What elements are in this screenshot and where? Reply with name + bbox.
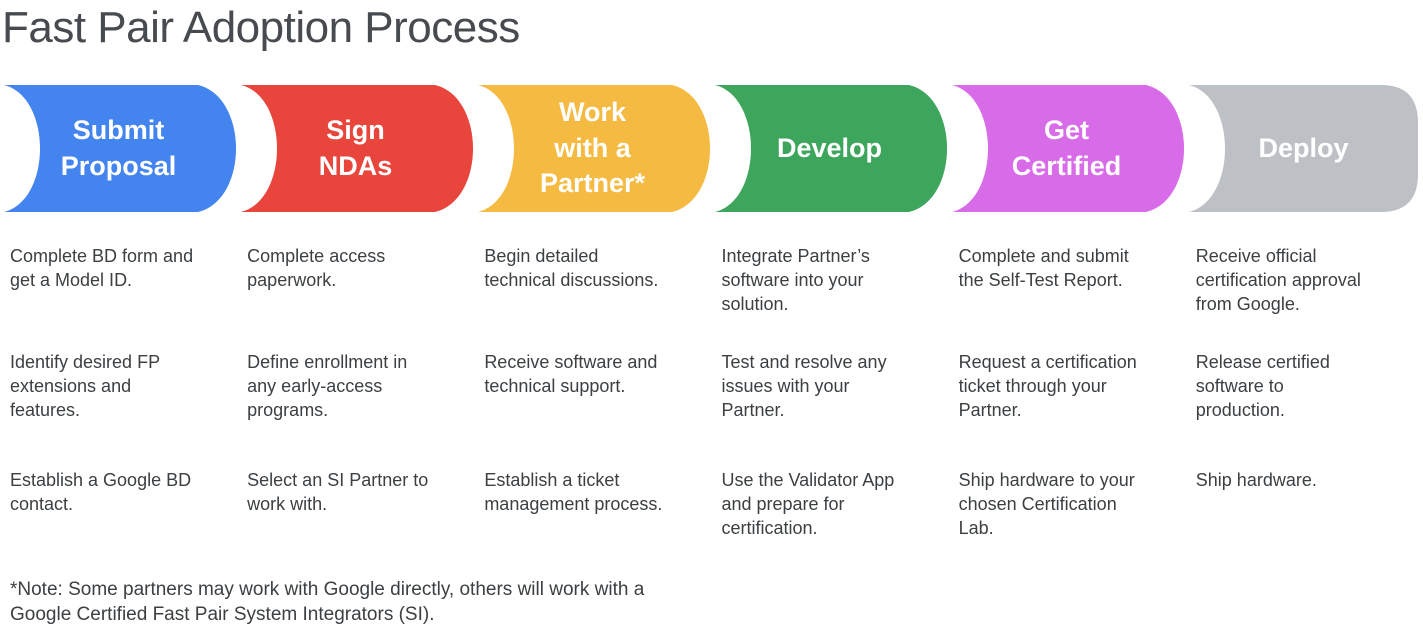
- stage-shape-deploy: [1189, 85, 1418, 212]
- stage-steps-grid: Complete BD form and get a Model ID. Com…: [0, 245, 1423, 540]
- stage-shape-path: [1189, 85, 1418, 212]
- stage-step: Release certified software to production…: [1195, 352, 1330, 420]
- stage-shape-sign-ndas: [241, 85, 474, 212]
- stage-shape-work-with-partner: [478, 85, 711, 212]
- stage-step: Integrate Partner’s software into your s…: [721, 246, 870, 314]
- stage-step: Complete and submit the Self-Test Report…: [958, 246, 1129, 290]
- page-title: Fast Pair Adoption Process: [2, 3, 520, 52]
- stage-step: Complete access paperwork.: [247, 246, 386, 290]
- process-banner: Submit Proposal Sign NDAs Work with a Pa…: [0, 85, 1423, 212]
- footnote: *Note: Some partners may work with Googl…: [10, 579, 645, 626]
- stage-shape-path: [952, 85, 1185, 212]
- stage-step: Ship hardware.: [1195, 470, 1317, 490]
- stage-shape-develop: [715, 85, 948, 212]
- stage-step: Receive official certification approval …: [1195, 246, 1361, 314]
- stage-step: Complete BD form and get a Model ID.: [10, 246, 194, 290]
- stage-shape-submit-proposal: [4, 85, 237, 212]
- stage-shape-path: [241, 85, 474, 212]
- stage-step: Request a certification ticket through y…: [958, 352, 1137, 420]
- stage-shape-get-certified: [952, 85, 1185, 212]
- stage-step: Receive software and technical support.: [484, 352, 658, 396]
- stage-step: Use the Validator App and prepare for ce…: [721, 470, 895, 538]
- stage-shape-path: [715, 85, 948, 212]
- stage-step: Identify desired FP extensions and featu…: [10, 352, 161, 420]
- stage-step: Begin detailed technical discussions.: [484, 246, 659, 290]
- stage-shape-path: [478, 85, 711, 212]
- stage-shape-path: [4, 85, 237, 212]
- stage-step: Establish a ticket management process.: [484, 470, 663, 514]
- stage-step: Select an SI Partner to work with.: [247, 470, 429, 514]
- stage-step: Test and resolve any issues with your Pa…: [721, 352, 887, 420]
- stage-step: Establish a Google BD contact.: [10, 470, 192, 514]
- stage-step: Define enrollment in any early-access pr…: [247, 352, 408, 420]
- stage-step: Ship hardware to your chosen Certificati…: [958, 470, 1135, 538]
